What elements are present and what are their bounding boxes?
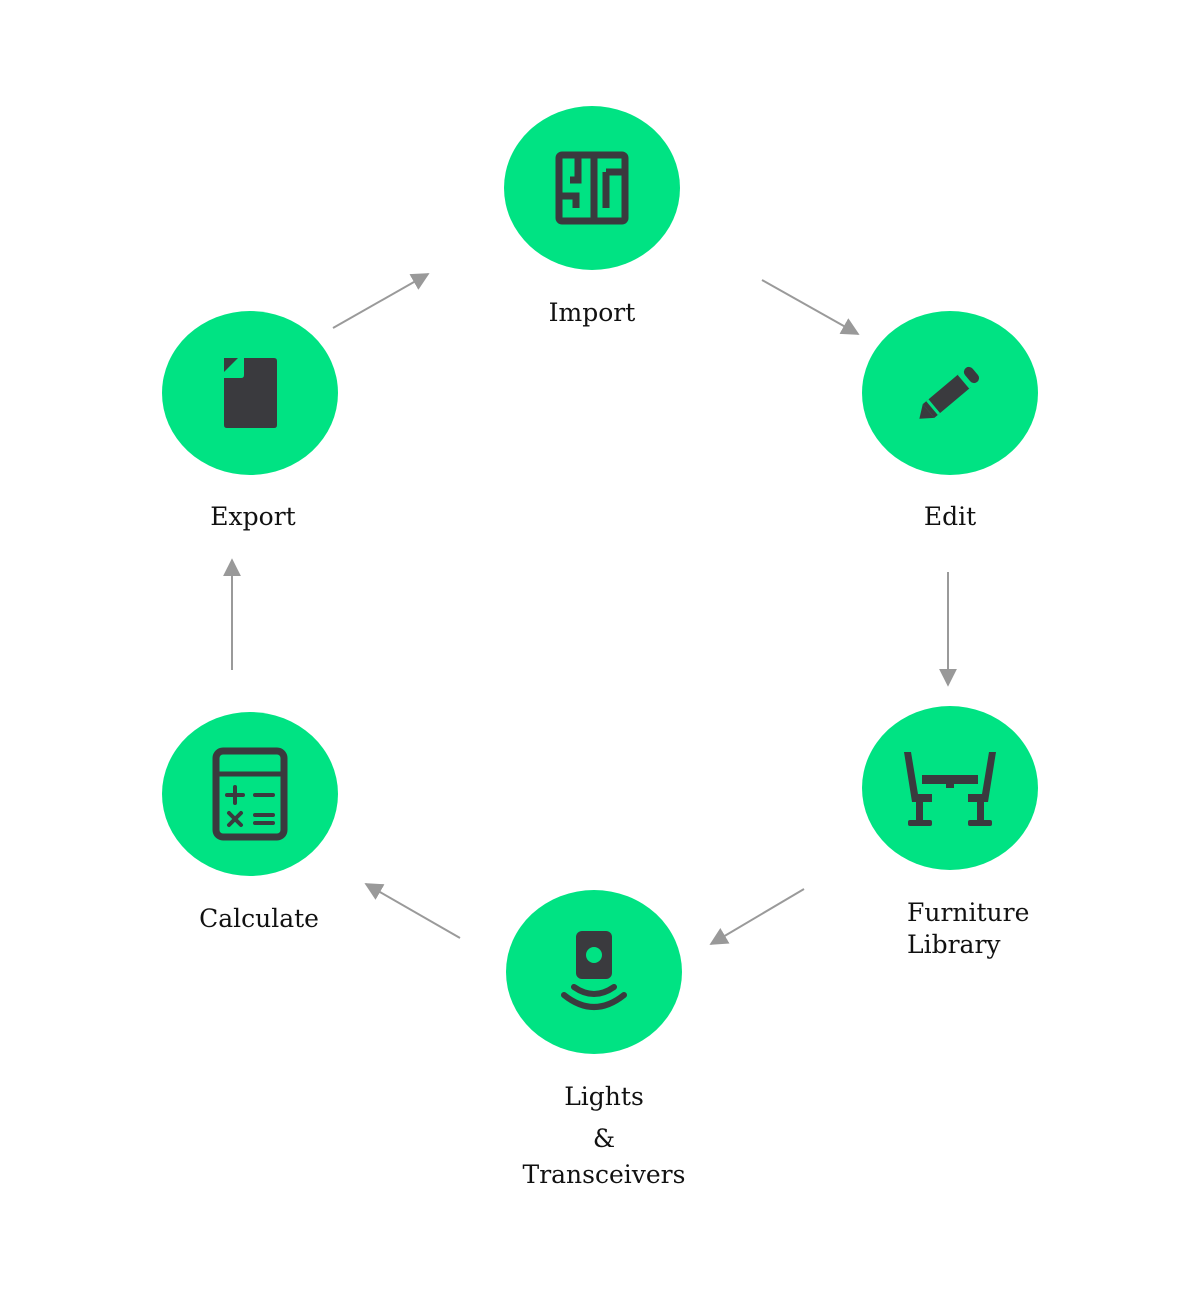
arrow-lights-to-calculate (364, 883, 461, 939)
export-label: Export (210, 502, 296, 531)
import-label: Import (548, 298, 636, 327)
lights-label-line2: & (592, 1124, 616, 1153)
edit-node (862, 311, 1038, 475)
lights-label-line1: Lights (564, 1082, 644, 1111)
calculate-label: Calculate (199, 904, 319, 933)
edit-label: Edit (923, 502, 977, 531)
arrow-export-to-import (332, 273, 430, 329)
import-node (504, 106, 680, 270)
document-icon (224, 358, 277, 428)
calculator-icon (212, 747, 288, 841)
furniture-label-line1: Furniture (907, 898, 1030, 927)
lights-node (506, 890, 682, 1054)
furniture-label-line2: Library (907, 930, 1001, 959)
calculate-node (162, 712, 338, 876)
export-node (162, 311, 338, 475)
lights-label: Lights & Transceivers (494, 1081, 714, 1191)
arrow-furniture-to-lights (709, 888, 805, 945)
table-chairs-icon (904, 752, 996, 826)
transceiver-icon (561, 931, 627, 1010)
floor-plan-icon (555, 151, 629, 225)
lights-label-line3: Transceivers (522, 1160, 686, 1189)
arrow-import-to-edit (761, 279, 860, 335)
furniture-node (862, 706, 1038, 870)
furniture-label: Furniture Library (907, 897, 1029, 961)
pencil-icon (919, 366, 980, 419)
